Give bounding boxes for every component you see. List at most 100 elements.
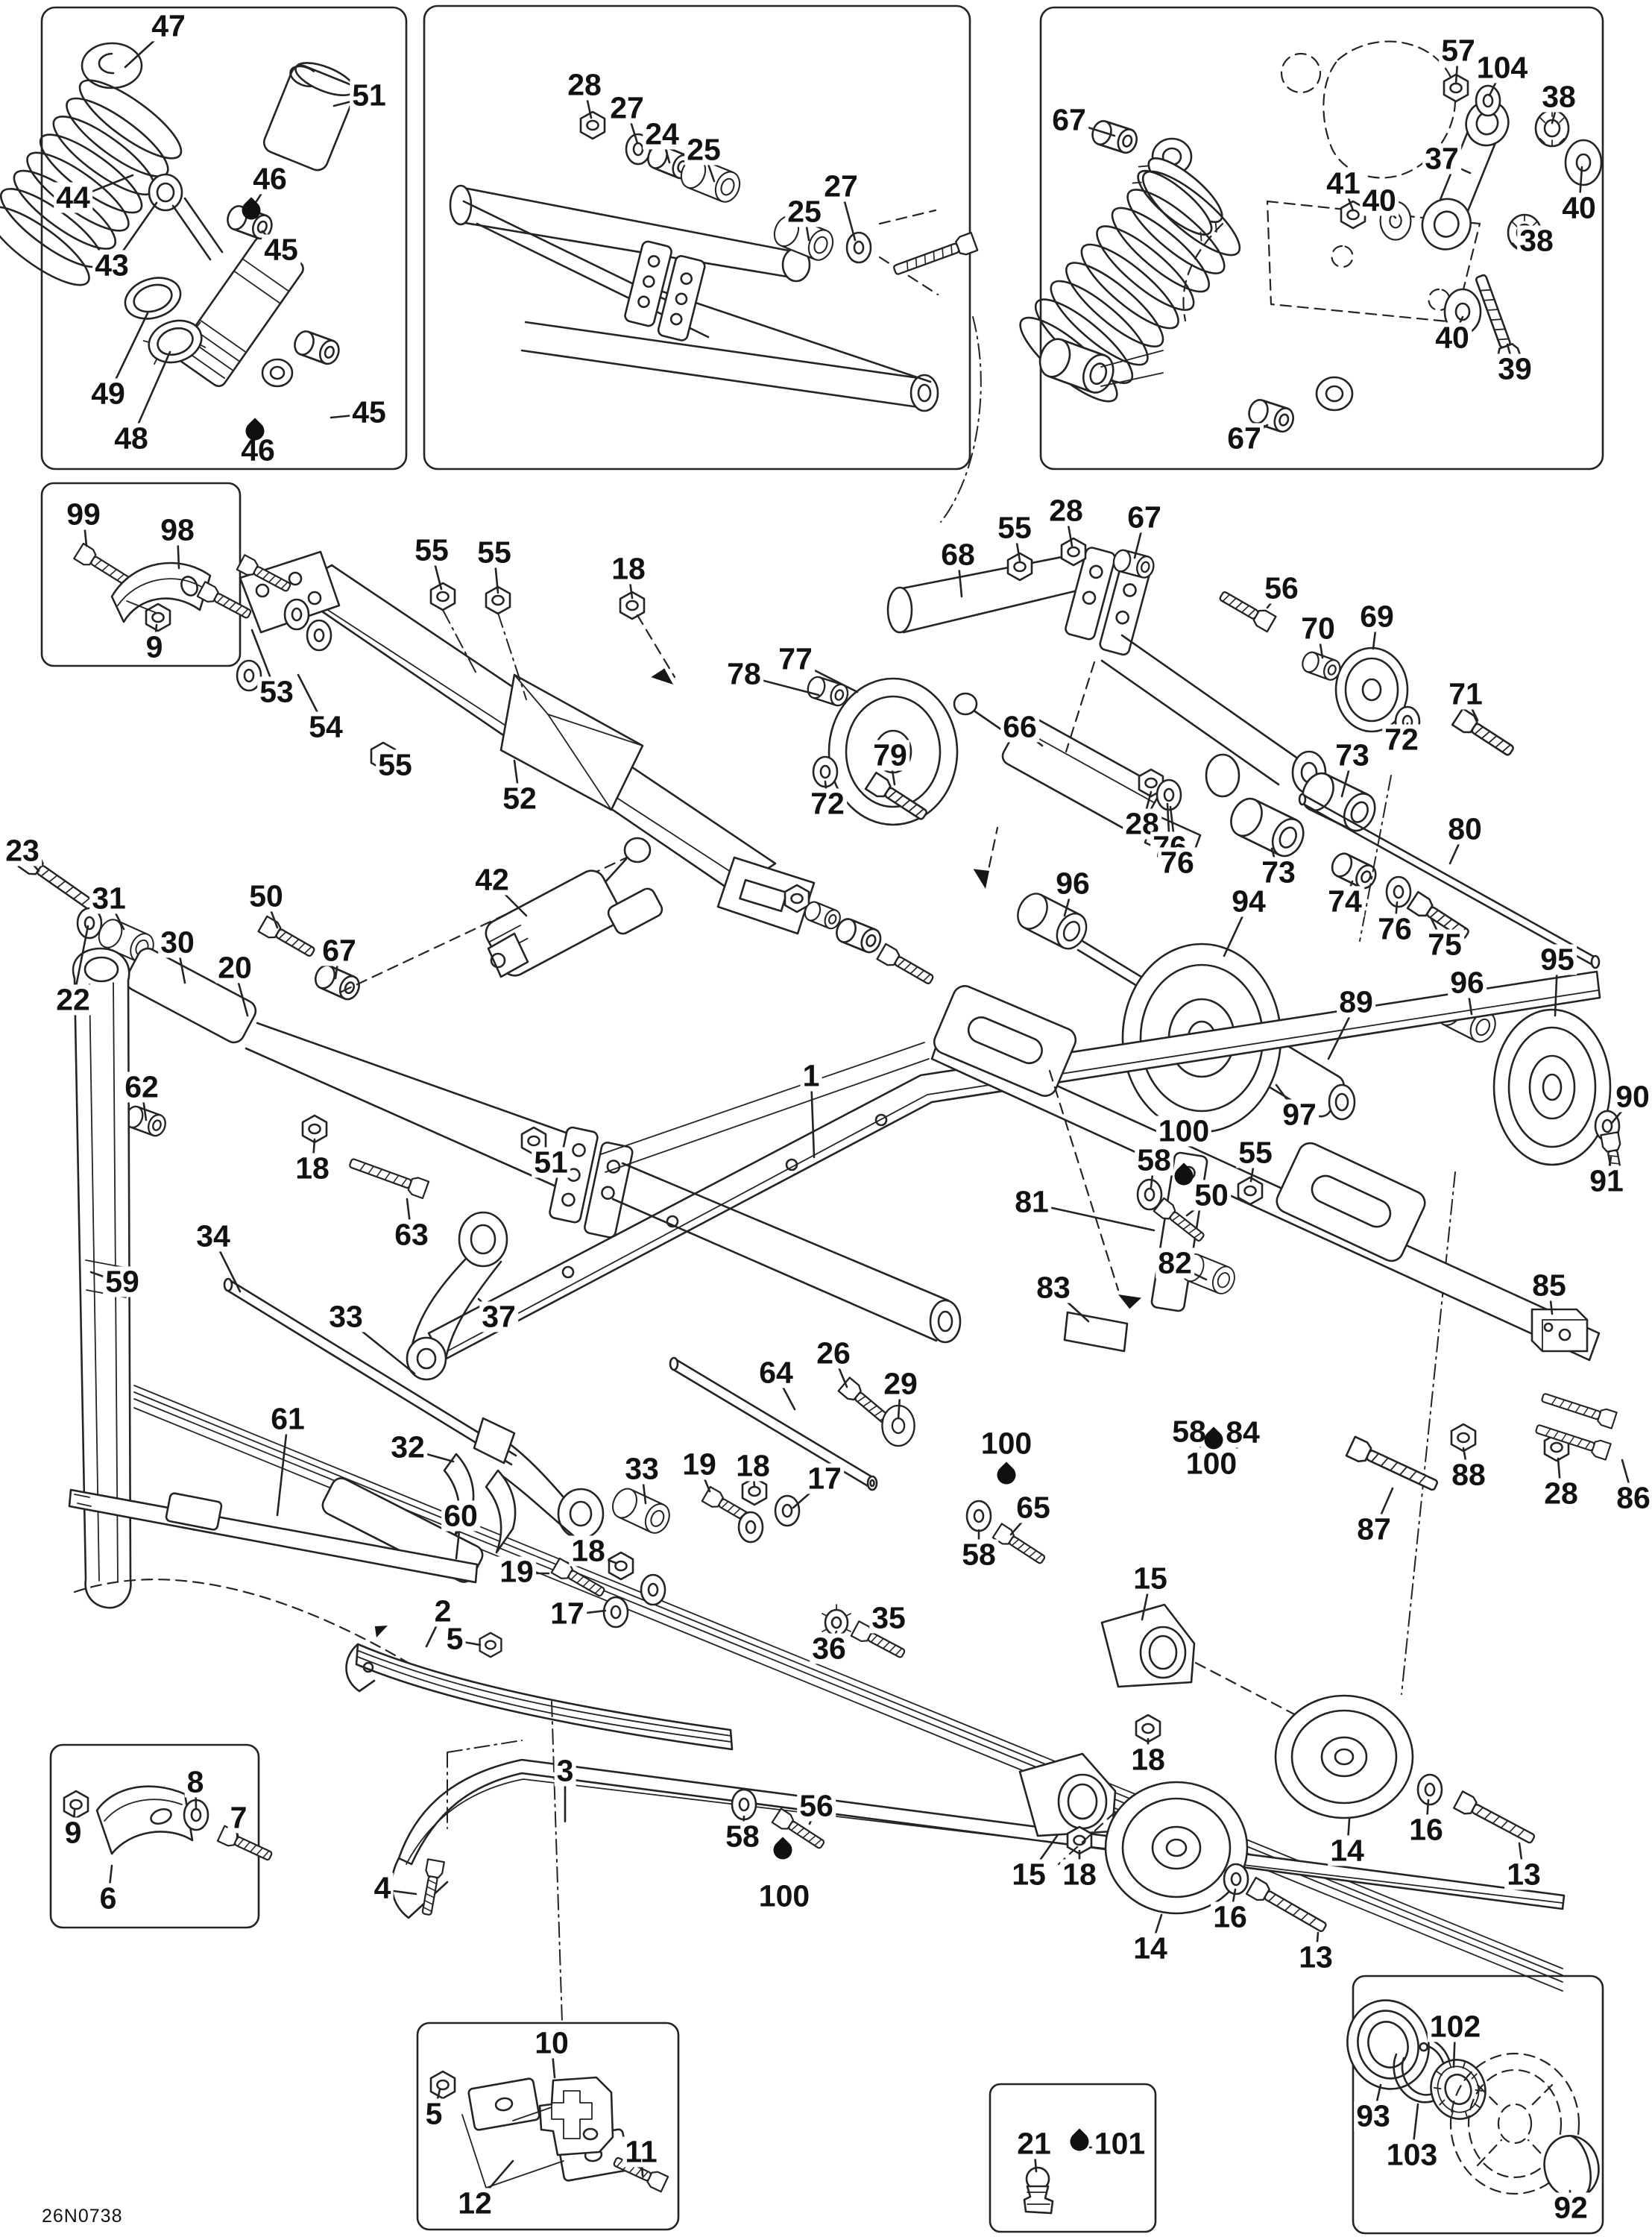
part-label-103: 103 (1384, 2139, 1440, 2171)
part-label-19: 19 (680, 1449, 719, 1480)
part-label-11: 11 (622, 2136, 660, 2168)
part-label-70: 70 (1299, 613, 1337, 644)
inset-guard (73, 542, 212, 632)
part-label-16: 16 (1211, 1901, 1249, 1933)
part-label-27: 27 (822, 171, 860, 202)
part-label-10: 10 (532, 2027, 571, 2059)
part-label-4: 4 (371, 1872, 394, 1904)
part-label-7: 7 (227, 1802, 250, 1834)
part-label-28: 28 (1542, 1478, 1580, 1509)
part-label-90: 90 (1613, 1081, 1652, 1113)
part-label-60: 60 (441, 1500, 480, 1532)
part-label-14: 14 (1131, 1933, 1170, 1964)
part-label-12: 12 (455, 2188, 494, 2219)
part-label-84: 84 (1223, 1417, 1262, 1448)
part-label-9: 9 (62, 1817, 84, 1849)
rockers (321, 1211, 675, 1583)
part-label-3: 3 (554, 1755, 576, 1787)
part-label-88: 88 (1449, 1459, 1488, 1491)
part-label-79: 79 (871, 740, 909, 771)
part-label-101: 101 (1091, 2128, 1148, 2159)
part-label-45: 45 (262, 234, 300, 265)
part-label-58: 58 (723, 1821, 762, 1852)
front-arm-cluster (17, 837, 962, 1344)
part-label-28: 28 (565, 69, 604, 101)
part-label-23: 23 (3, 835, 42, 866)
part-label-27: 27 (608, 92, 646, 124)
part-label-66: 66 (1000, 711, 1039, 743)
part-label-87: 87 (1355, 1514, 1393, 1545)
part-label-39: 39 (1495, 353, 1534, 385)
part-label-13: 13 (1504, 1859, 1543, 1890)
part-label-15: 15 (1131, 1563, 1170, 1594)
part-label-55: 55 (376, 749, 414, 781)
inset-grease-fitting (1023, 2166, 1054, 2215)
part-label-56: 56 (797, 1790, 836, 1822)
part-label-29: 29 (881, 1368, 920, 1400)
part-label-64: 64 (757, 1357, 795, 1388)
part-label-6: 6 (97, 1883, 119, 1914)
part-label-100: 100 (1156, 1116, 1212, 1147)
part-label-74: 74 (1325, 886, 1364, 917)
front-torque-tube (196, 550, 816, 935)
part-label-42: 42 (473, 864, 511, 896)
part-label-28: 28 (1123, 808, 1161, 840)
part-label-69: 69 (1358, 601, 1396, 632)
part-label-20: 20 (215, 952, 254, 984)
part-label-22: 22 (54, 984, 92, 1016)
part-label-54: 54 (306, 711, 345, 743)
part-label-58: 58 (959, 1539, 998, 1570)
part-label-18: 18 (569, 1535, 608, 1567)
part-label-67: 67 (320, 935, 359, 966)
part-label-43: 43 (92, 250, 131, 281)
part-label-53: 53 (257, 676, 296, 708)
part-label-67: 67 (1050, 104, 1088, 136)
part-label-57: 57 (1439, 35, 1478, 66)
leader-line (276, 1419, 289, 1517)
part-label-26: 26 (814, 1338, 853, 1369)
part-label-72: 72 (1382, 724, 1421, 755)
runner-front (68, 1488, 1566, 2023)
part-label-80: 80 (1446, 814, 1484, 845)
part-label-5: 5 (444, 1623, 466, 1655)
bottom-wheels (1018, 1603, 1539, 1937)
part-label-50: 50 (1192, 1180, 1231, 1211)
part-label-31: 31 (89, 883, 128, 914)
part-label-62: 62 (122, 1072, 161, 1103)
part-label-55: 55 (475, 537, 514, 568)
part-label-33: 33 (327, 1301, 365, 1333)
part-label-18: 18 (734, 1450, 772, 1482)
part-label-18: 18 (293, 1153, 332, 1184)
part-label-8: 8 (184, 1766, 206, 1798)
frame-rails (133, 970, 1601, 1992)
part-label-81: 81 (1012, 1186, 1051, 1218)
part-label-52: 52 (500, 783, 539, 814)
part-label-85: 85 (1530, 1270, 1569, 1301)
part-label-83: 83 (1034, 1272, 1073, 1303)
part-label-99: 99 (64, 499, 103, 530)
part-label-86: 86 (1614, 1482, 1652, 1514)
part-label-24: 24 (643, 119, 681, 150)
part-label-13: 13 (1296, 1942, 1335, 1973)
part-label-17: 17 (548, 1598, 587, 1629)
inset-track-clips (429, 2070, 669, 2193)
part-label-82: 82 (1156, 1248, 1194, 1279)
part-label-16: 16 (1407, 1814, 1446, 1846)
oil-drop-icon (993, 1462, 1020, 1488)
part-label-51: 51 (350, 80, 388, 111)
inset-bearing-kit (1346, 1999, 1600, 2199)
part-label-72: 72 (808, 788, 847, 819)
axle-housing-15a (1100, 1603, 1196, 1743)
part-label-18: 18 (1129, 1744, 1167, 1775)
part-label-93: 93 (1354, 2101, 1393, 2132)
part-label-67: 67 (1225, 423, 1264, 454)
oil-drop-icon (238, 197, 265, 224)
part-label-97: 97 (1280, 1099, 1319, 1130)
inset-front-shock (0, 42, 356, 388)
part-label-100: 100 (978, 1428, 1035, 1459)
part-label-35: 35 (869, 1602, 908, 1634)
part-label-32: 32 (388, 1432, 427, 1463)
inset-rear-shock (1009, 40, 1603, 435)
part-label-37: 37 (1422, 143, 1461, 174)
part-label-89: 89 (1337, 987, 1375, 1018)
